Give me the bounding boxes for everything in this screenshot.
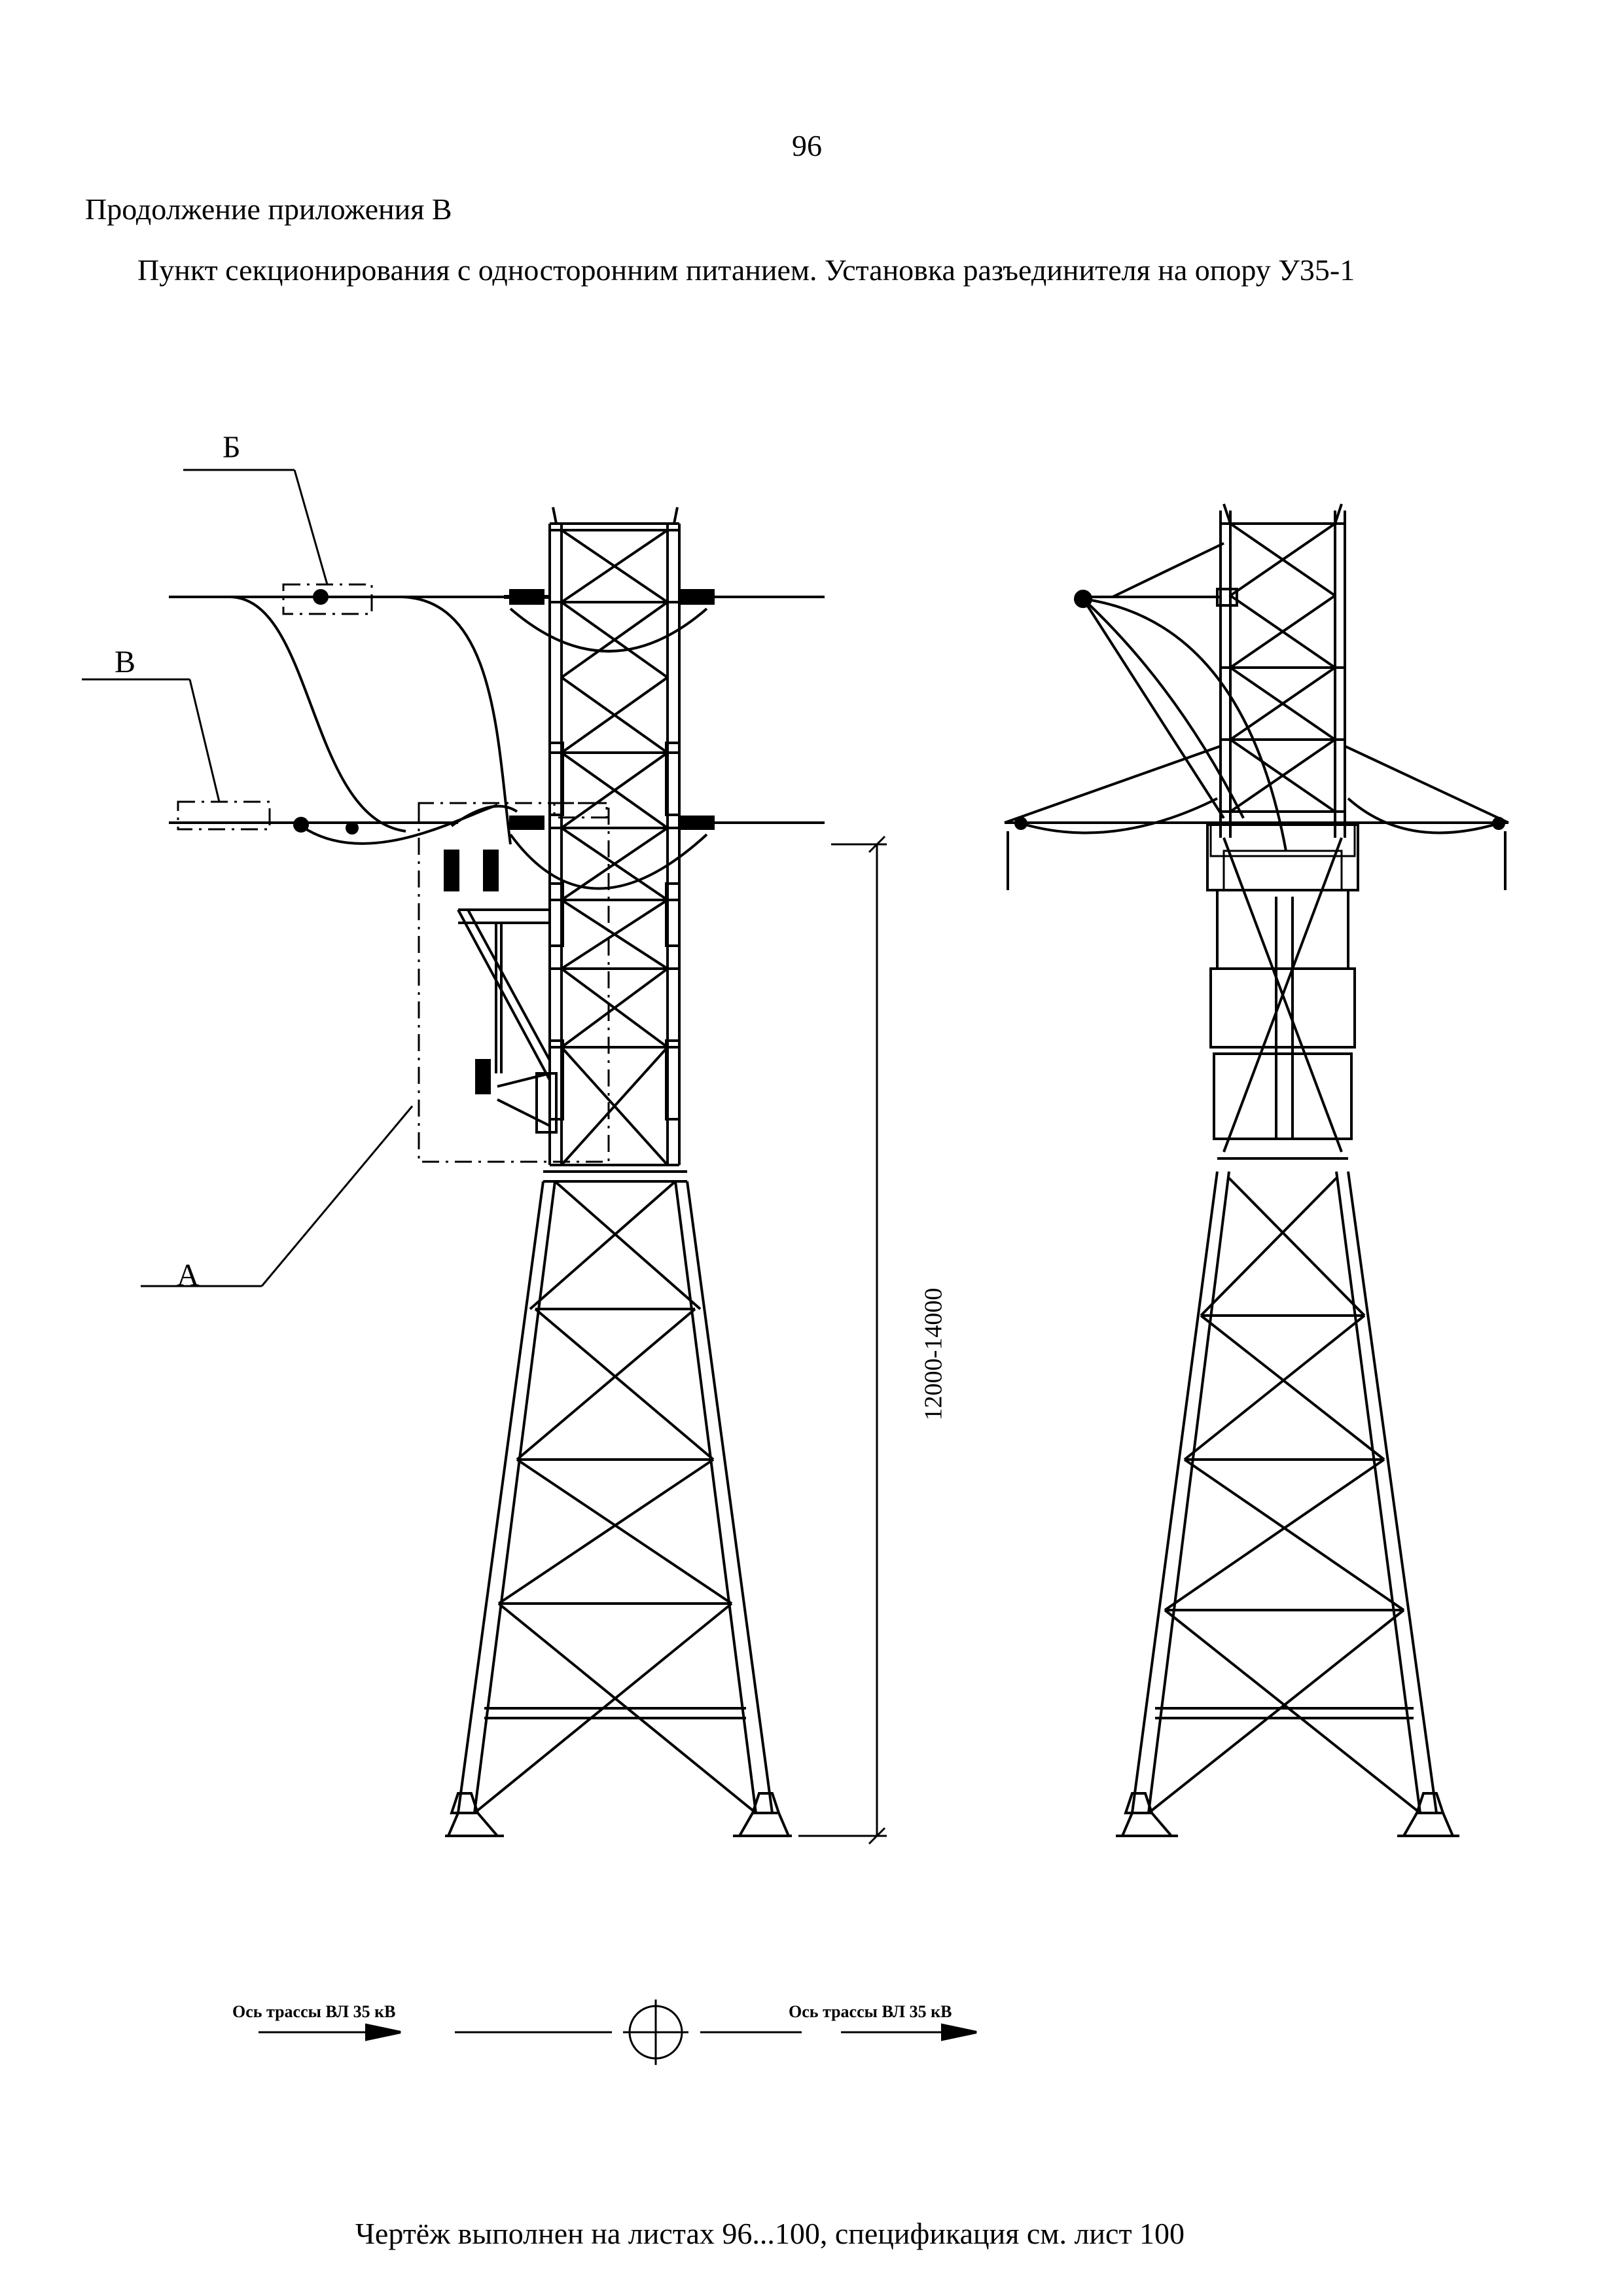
axis-label-left: Ось трассы ВЛ 35 кВ — [232, 2002, 396, 2021]
left-disconnector — [444, 850, 558, 1134]
left-callout-boxes — [177, 583, 610, 1163]
callout-label-a: А — [177, 1258, 200, 1293]
left-lower-legs — [445, 1170, 792, 1837]
height-dimension — [798, 835, 887, 1845]
left-wires — [169, 589, 825, 890]
page-number: 96 — [792, 129, 822, 162]
left-view — [82, 469, 887, 1845]
route-axis — [259, 2000, 977, 2065]
right-upper-mast — [1206, 503, 1359, 1153]
axis-label-right: Ось трассы ВЛ 35 кВ — [789, 2002, 952, 2021]
drawing-title: Пункт секционирования с односторонним пи… — [137, 253, 1355, 287]
right-view — [1004, 503, 1509, 1837]
footer-note: Чертёж выполнен на листах 96...100, спец… — [355, 2217, 1185, 2250]
left-upper-mast — [548, 507, 681, 1166]
right-top-crossarm — [1074, 542, 1287, 852]
callout-label-b: Б — [223, 430, 241, 465]
right-lower-crossarm — [1004, 745, 1509, 891]
height-dimension-label: 12000-14000 — [919, 1287, 948, 1421]
right-lower-legs — [1116, 1157, 1459, 1837]
callout-label-v: В — [115, 645, 136, 679]
leader-lines — [82, 469, 414, 1287]
appendix-title: Продолжение приложения В — [85, 192, 452, 226]
